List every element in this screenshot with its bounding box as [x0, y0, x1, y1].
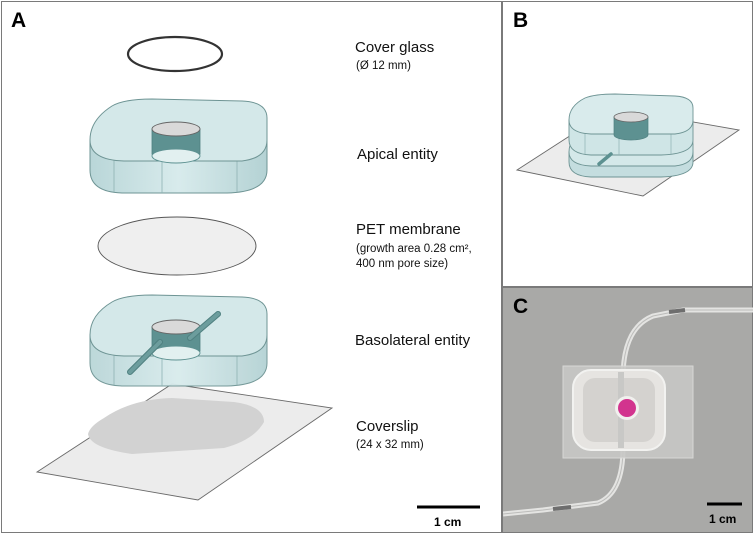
panel-a: A — [1, 1, 502, 533]
cover-glass-detail: (Ø 12 mm) — [356, 60, 411, 72]
cover-glass-label: Cover glass — [355, 39, 435, 56]
panel-c-label: C — [513, 295, 529, 318]
basolateral-entity-drawing — [89, 294, 268, 387]
apical-entity-drawing — [89, 98, 268, 194]
panel-a-label: A — [11, 9, 27, 32]
scale-bar-a-label: 1 cm — [434, 515, 462, 529]
panel-b-label: B — [513, 9, 529, 32]
scale-bar-c-label: 1 cm — [709, 512, 737, 526]
coverslip-label: Coverslip — [356, 418, 419, 435]
panel-c: C 1 cm — [502, 287, 753, 533]
basolateral-entity-label: Basolateral entity — [355, 332, 471, 349]
assembled-chip-drawing — [515, 93, 741, 197]
pet-membrane-detail-1: (growth area 0.28 cm², — [356, 243, 472, 255]
apical-entity-label: Apical entity — [357, 146, 438, 163]
device-photo — [503, 307, 753, 517]
pet-membrane-label: PET membrane — [356, 221, 461, 238]
coverslip-detail: (24 x 32 mm) — [356, 439, 424, 451]
pet-membrane-detail-2: 400 nm pore size) — [356, 258, 449, 270]
exploded-view-drawing — [35, 35, 480, 509]
panel-b: B — [502, 1, 753, 287]
pet-membrane-disc — [97, 216, 257, 276]
cover-glass-ring — [126, 35, 224, 73]
coverslip-drawing — [35, 383, 334, 501]
